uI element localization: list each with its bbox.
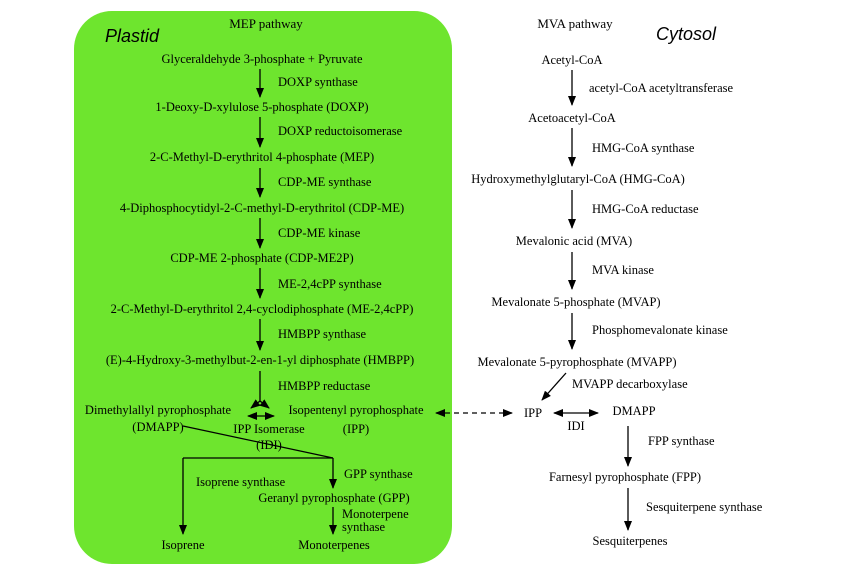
enzyme-mvapp-decarboxylase: MVAPP decarboxylase: [572, 377, 688, 391]
compound-hmg-coa: Hydroxymethylglutaryl-CoA (HMG-CoA): [471, 172, 685, 186]
arrow-hdr-dmapp: [250, 399, 261, 409]
compound-mep: 2-C-Methyl-D-erythritol 4-phosphate (MEP…: [150, 150, 374, 164]
mep-pathway-title: MEP pathway: [229, 16, 303, 31]
enzyme-isoprene-synthase: Isoprene synthase: [196, 475, 286, 489]
enzyme-hmg-coa-synthase: HMG-CoA synthase: [592, 141, 695, 155]
compound-hmbpp: (E)-4-Hydroxy-3-methylbut-2-en-1-yl diph…: [106, 353, 414, 367]
compound-me-cpp: 2-C-Methyl-D-erythritol 2,4-cyclodiphosp…: [111, 302, 414, 316]
cytosol-label: Cytosol: [656, 24, 717, 44]
compound-acetoacetyl-coa: Acetoacetyl-CoA: [528, 111, 615, 125]
compound-dmapp: Dimethylallyl pyrophosphate: [85, 403, 232, 417]
compound-cdp-me: 4-Diphosphocytidyl-2-C-methyl-D-erythrit…: [120, 201, 404, 215]
compound-dmapp-abbr: (DMAPP): [132, 420, 183, 434]
enzyme-aact: acetyl-CoA acetyltransferase: [589, 81, 733, 95]
mva-pathway-title: MVA pathway: [537, 16, 613, 31]
arrow-mvd: [541, 372, 567, 401]
enzyme-hmbpp-reductase: HMBPP reductase: [278, 379, 371, 393]
enzyme-cdp-me-synthase: CDP-ME synthase: [278, 175, 372, 189]
enzyme-idi-cytosol: IDI: [567, 419, 584, 433]
product-isoprene: Isoprene: [161, 538, 204, 552]
enzyme-phosphomevalonate-kinase: Phosphomevalonate kinase: [592, 323, 728, 337]
compound-cdp-me2p: CDP-ME 2-phosphate (CDP-ME2P): [170, 251, 353, 265]
enzyme-sesquiterpene-synthase: Sesquiterpene synthase: [646, 500, 763, 514]
compound-dmapp-cytosol: DMAPP: [612, 404, 655, 418]
compound-doxp: 1-Deoxy-D-xylulose 5-phosphate (DOXP): [155, 100, 368, 114]
arrow-hdr-ipp: [259, 399, 270, 409]
product-monoterpenes: Monoterpenes: [298, 538, 370, 552]
enzyme-ipp-isomerase: IPP Isomerase: [233, 422, 305, 436]
product-sesquiterpenes: Sesquiterpenes: [593, 534, 668, 548]
enzyme-fpp-synthase: FPP synthase: [648, 434, 715, 448]
compound-ipp-cytosol: IPP: [524, 406, 542, 420]
enzyme-cdp-me-kinase: CDP-ME kinase: [278, 226, 361, 240]
plastid-region: [74, 11, 452, 564]
compound-ipp-abbr: (IPP): [343, 422, 369, 436]
enzyme-doxp-synthase: DOXP synthase: [278, 75, 358, 89]
compound-mvapp: Mevalonate 5-pyrophosphate (MVAPP): [477, 355, 676, 369]
compound-ipp-plastid: Isopentenyl pyrophosphate: [288, 403, 423, 417]
compound-mva: Mevalonic acid (MVA): [516, 234, 632, 248]
plastid-label: Plastid: [105, 26, 160, 46]
enzyme-doxp-reductoisomerase: DOXP reductoisomerase: [278, 124, 403, 138]
line-dmapp-to-branch: [182, 425, 334, 459]
enzyme-mva-kinase: MVA kinase: [592, 263, 654, 277]
enzyme-monoterpene-synthase: Monoterpene: [342, 507, 409, 521]
compound-acetyl-coa: Acetyl-CoA: [541, 53, 602, 67]
enzyme-monoterpene-synthase-2: synthase: [342, 520, 386, 534]
enzyme-hmbpp-synthase: HMBPP synthase: [278, 327, 367, 341]
enzyme-me-cpp-synthase: ME-2,4cPP synthase: [278, 277, 382, 291]
compound-mvap: Mevalonate 5-phosphate (MVAP): [491, 295, 660, 309]
compound-fpp: Farnesyl pyrophosphate (FPP): [549, 470, 701, 484]
compound-g3p-pyruvate: Glyceraldehyde 3-phosphate + Pyruvate: [161, 52, 363, 66]
enzyme-gpp-synthase: GPP synthase: [344, 467, 413, 481]
enzyme-hmg-coa-reductase: HMG-CoA reductase: [592, 202, 699, 216]
compound-gpp: Geranyl pyrophosphate (GPP): [258, 491, 409, 505]
